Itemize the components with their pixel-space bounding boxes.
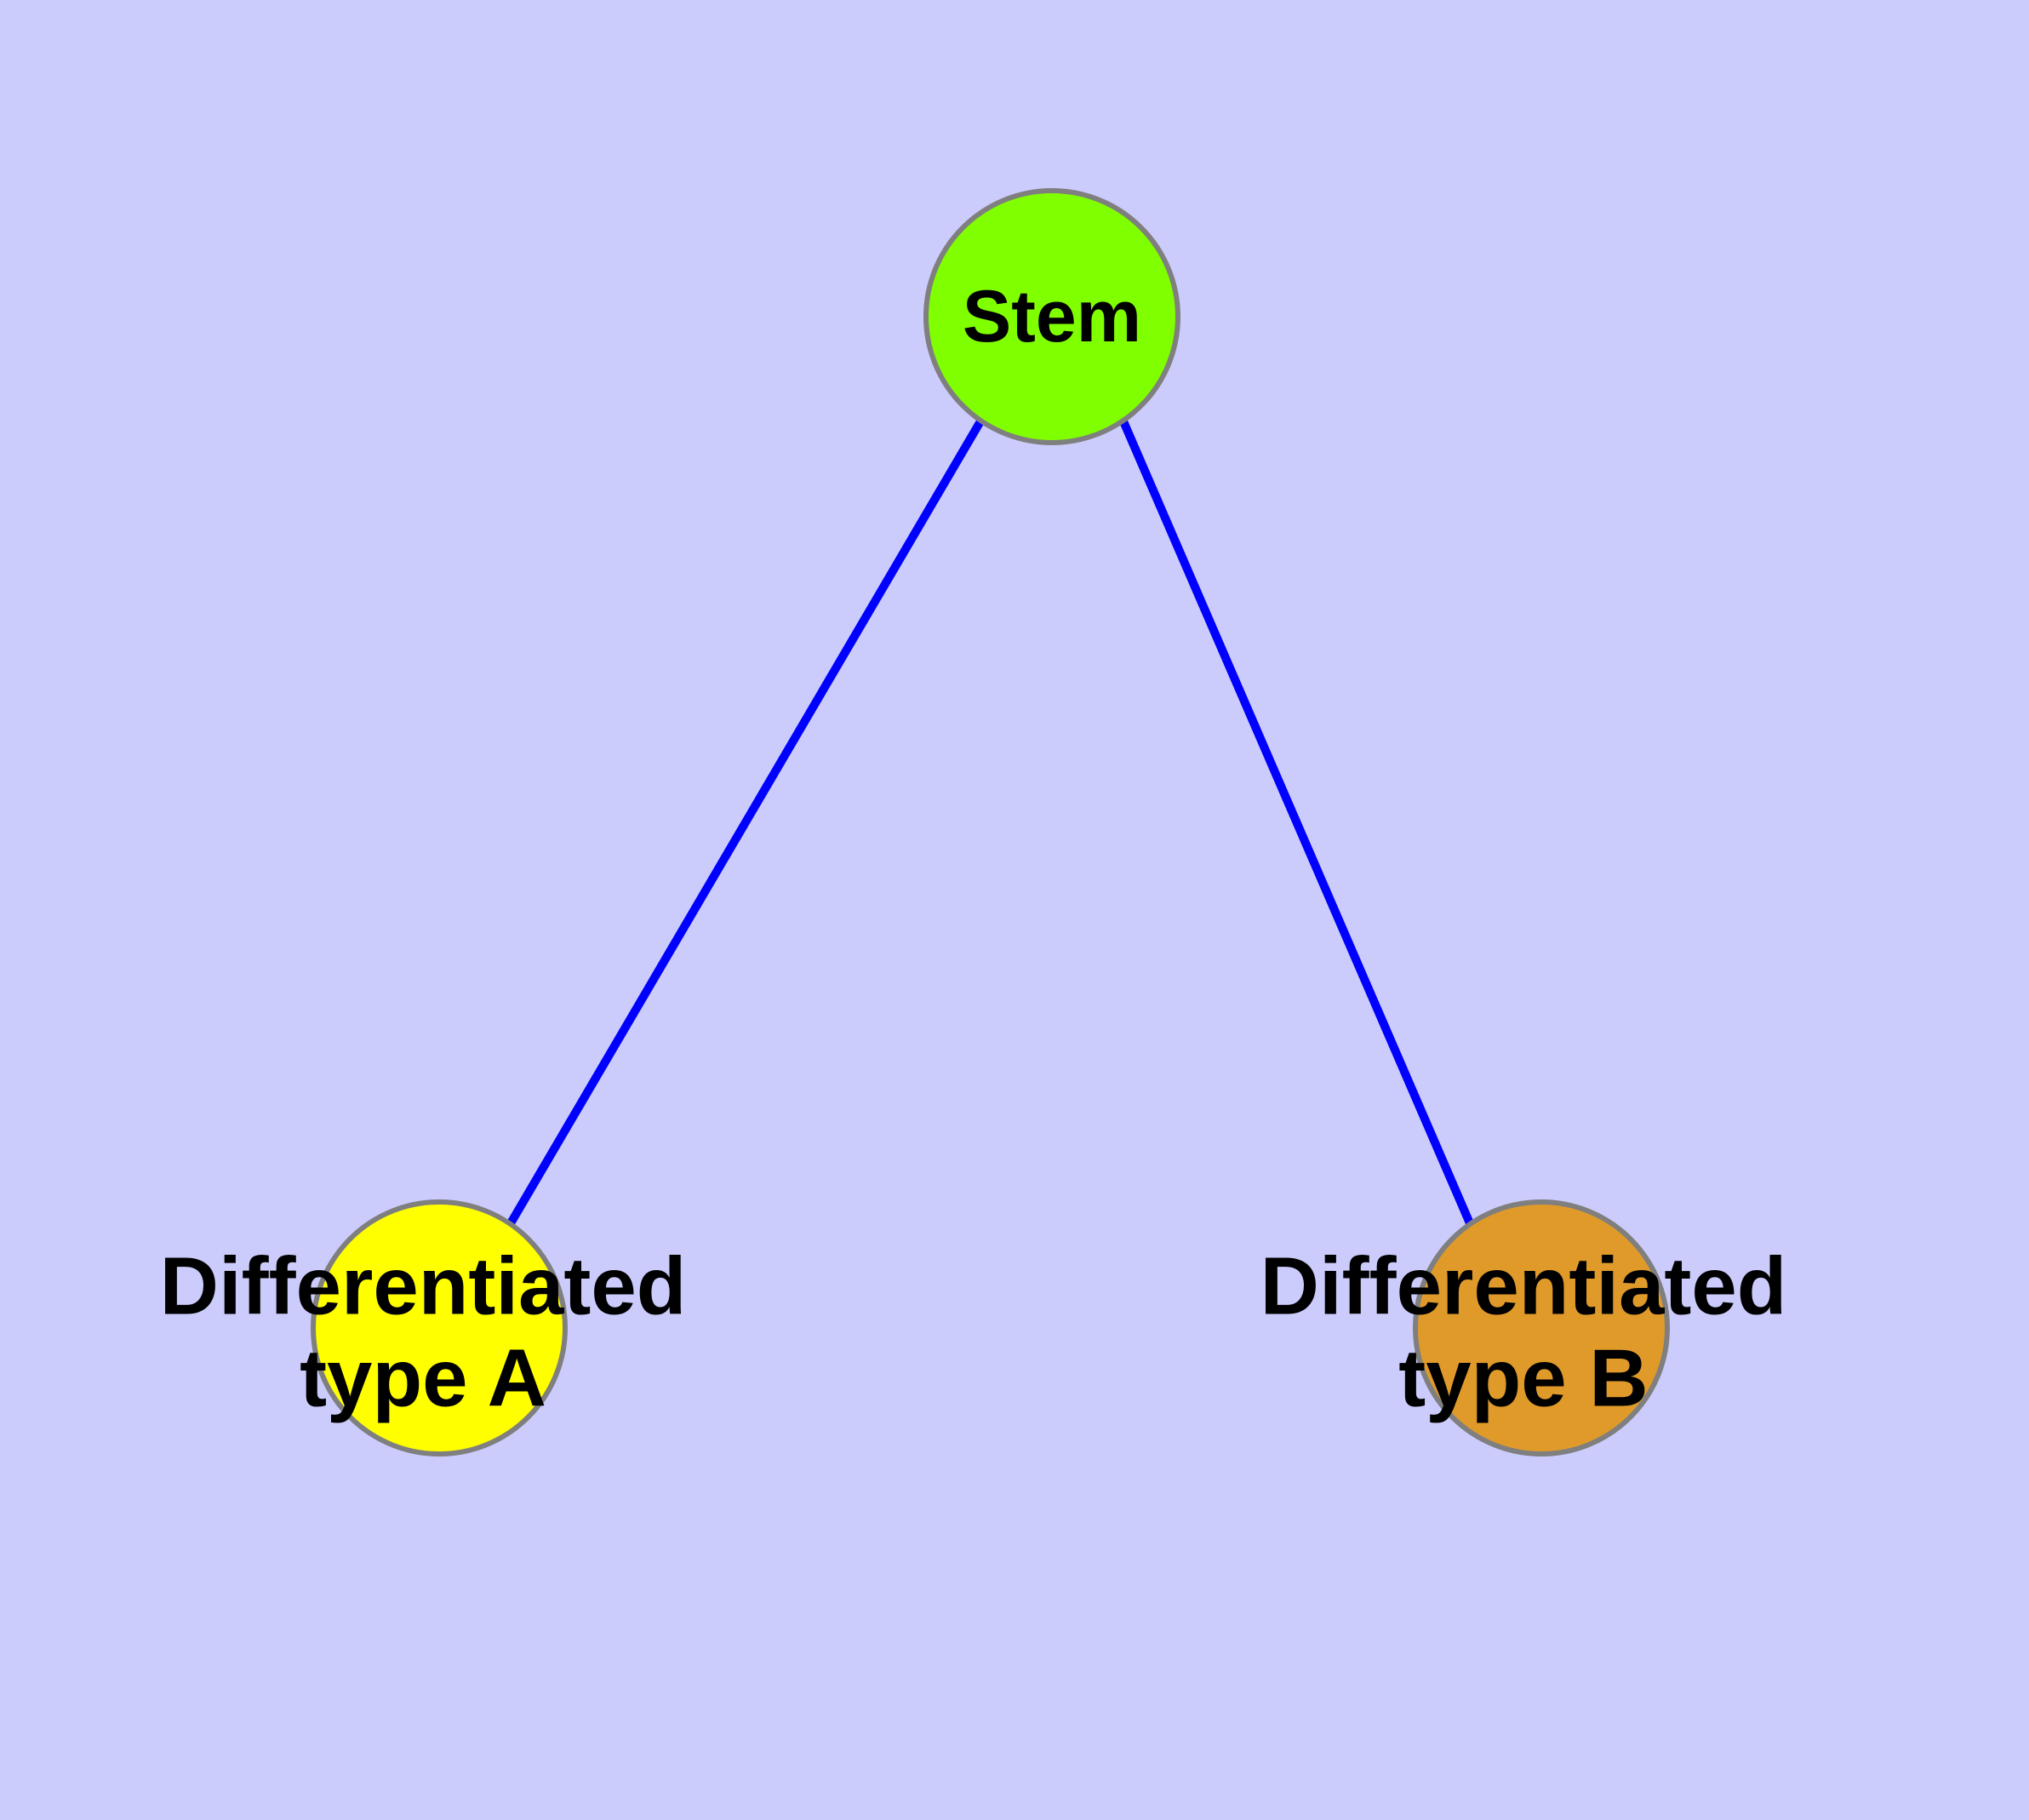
node-differentiated-type-b[interactable] (1413, 1199, 1670, 1457)
node-layer (311, 188, 1670, 1457)
node-stem[interactable] (923, 188, 1180, 445)
edge-stem-to-diff-b (1119, 420, 1474, 1225)
edge-stem-to-diff-a (506, 419, 985, 1226)
edge-layer (506, 419, 1474, 1226)
node-differentiated-type-a[interactable] (311, 1199, 568, 1457)
